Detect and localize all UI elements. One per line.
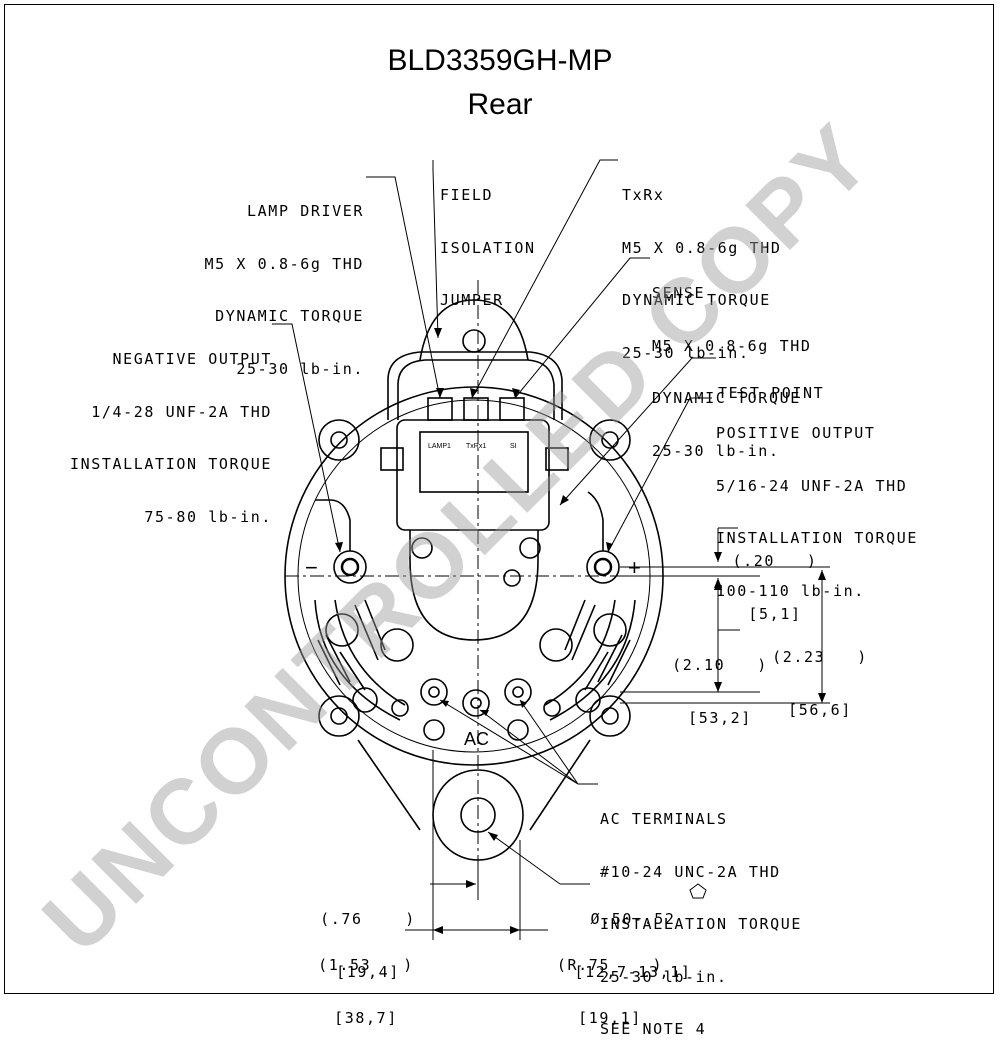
- negative-output-terminal: [333, 550, 367, 584]
- jumper-wire: [387, 351, 563, 420]
- callout-sense: SENSE M5 X 0.8-6g THD DYNAMIC TORQUE 25-…: [652, 284, 812, 460]
- lamp-driver-stud: [427, 397, 453, 421]
- positive-output-terminal: [586, 550, 620, 584]
- right-diode-fan: [549, 599, 636, 721]
- plus-symbol: +: [628, 555, 641, 580]
- alternator-rear-view: LAMP1 TxRx1 SI − + AC: [272, 159, 830, 940]
- drawing-frame: [4, 4, 994, 994]
- callout-test-point: TEST POINT: [718, 384, 825, 402]
- callout-lamp-driver: LAMP DRIVER M5 X 0.8-6g THD DYNAMIC TORQ…: [204, 202, 364, 378]
- leader-positive-output: [607, 397, 712, 553]
- right-lower-ear: [589, 695, 631, 737]
- left-lower-hole: [330, 707, 348, 725]
- sense-stud: [499, 397, 525, 421]
- leader-ac-terminals: [439, 699, 598, 785]
- leader-lamp-driver: [366, 176, 441, 399]
- terminal-label-lamp: LAMP1: [428, 443, 451, 450]
- leader-txrx: [471, 159, 618, 399]
- flatness-symbol-icon: [689, 883, 707, 899]
- left-connector: [380, 447, 404, 471]
- dimension-0-20: (.20 ) [5,1]: [732, 552, 818, 623]
- top-mount-ear: [419, 299, 529, 361]
- left-lower-ear: [318, 695, 360, 737]
- txrx-stud: [463, 397, 489, 421]
- callout-field-isolation-jumper: FIELD ISOLATION JUMPER: [440, 186, 536, 309]
- regulator-lower-hood: [409, 530, 539, 641]
- bottom-mount-outline: [357, 739, 591, 831]
- terminal-label-txrx: TxRx1: [466, 443, 486, 450]
- leader-negative-output: [272, 323, 341, 553]
- right-connector: [545, 447, 569, 471]
- right-upper-ear: [589, 419, 631, 461]
- regulator-inner: [419, 431, 529, 493]
- terminal-label-si: SI: [510, 443, 517, 450]
- ac-label: AC: [464, 729, 489, 749]
- right-lower-hole: [601, 707, 619, 725]
- left-diode-fan: [314, 599, 401, 721]
- top-mount-hole: [462, 329, 486, 353]
- leader-test-point: [559, 357, 716, 506]
- dimension-radius: (R.75 ) [19,1]: [556, 956, 664, 1027]
- left-upper-ear: [318, 419, 360, 461]
- callout-negative-output: NEGATIVE OUTPUT 1/4-28 UNF-2A THD INSTAL…: [70, 350, 272, 526]
- page-title: BLD3359GH-MP: [387, 44, 613, 77]
- leader-field-jumper: [432, 160, 439, 339]
- ac-terminal-center: [462, 689, 490, 717]
- left-upper-hole: [330, 431, 348, 449]
- callout-positive-output: POSITIVE OUTPUT 5/16-24 UNF-2A THD INSTA…: [716, 424, 918, 600]
- callout-txrx: TxRx M5 X 0.8-6g THD DYNAMIC TORQUE 25-3…: [622, 186, 782, 362]
- leader-sense: [514, 257, 650, 399]
- dimension-2-10: (2.10 ) [53,2]: [672, 656, 768, 727]
- dimension-1-53: (1.53 ) [38,7]: [318, 956, 414, 1027]
- ac-terminal-left: [420, 678, 448, 706]
- ac-terminal-right: [504, 678, 532, 706]
- dimension-0-76: (.76 ) [19,4]: [320, 910, 416, 981]
- dimension-2-23: (2.23 ) [56,6]: [772, 648, 868, 719]
- minus-symbol: −: [305, 555, 318, 580]
- page-subtitle: Rear: [467, 88, 533, 121]
- dimension-hole-diameter: Ø.50-.52 [12,7-13,1]: [574, 910, 692, 981]
